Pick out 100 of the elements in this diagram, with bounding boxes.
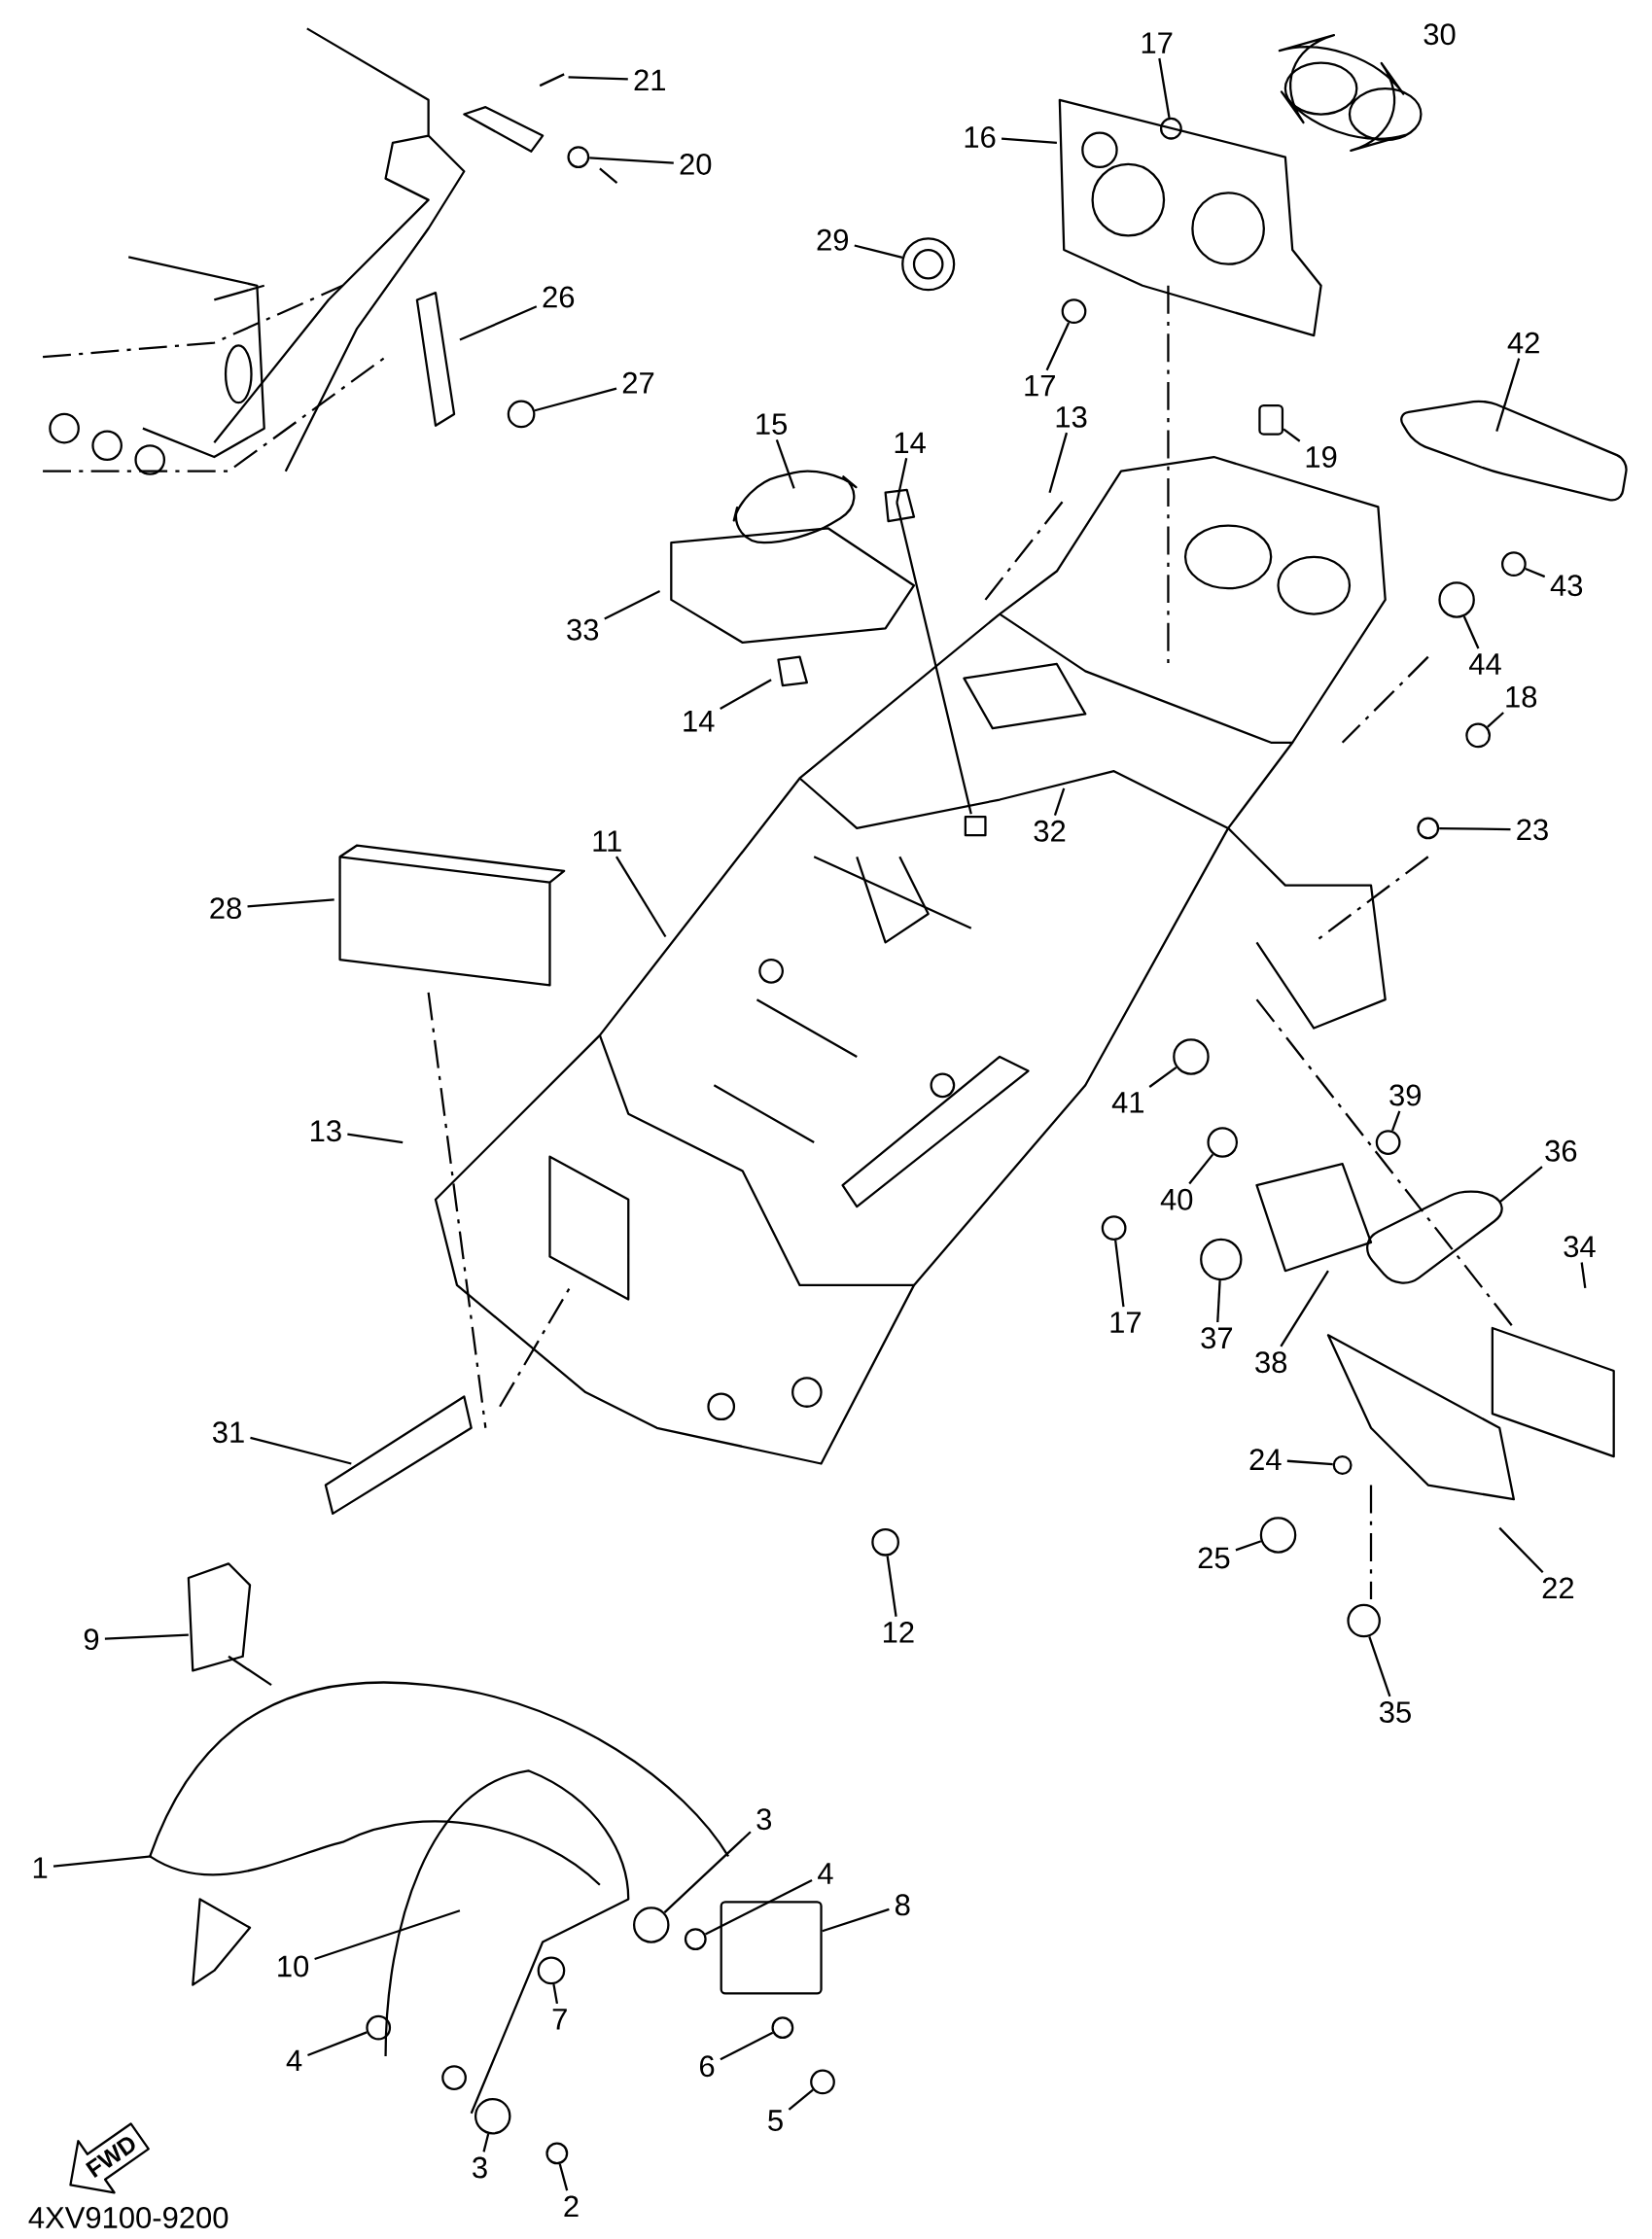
fastener-part xyxy=(1207,1127,1238,1158)
callout-number: 24 xyxy=(1249,1449,1282,1470)
callout-number: 18 xyxy=(1506,685,1536,708)
leader-line xyxy=(1525,567,1545,578)
callout-number: 31 xyxy=(212,1421,244,1444)
leader-line xyxy=(1001,137,1057,145)
leader-line xyxy=(615,856,667,938)
leader-line xyxy=(788,2088,814,2111)
callout-number: 17 xyxy=(1025,374,1055,397)
fastener-part xyxy=(684,1928,707,1950)
fastener-part xyxy=(474,2097,511,2135)
fastener-part xyxy=(1500,551,1527,577)
fastener-part xyxy=(1332,1455,1353,1475)
fastener-part xyxy=(1199,1238,1243,1281)
callout-number: 29 xyxy=(817,228,848,251)
leader-line xyxy=(53,1855,152,1868)
callout-number: 20 xyxy=(680,153,712,175)
fastener-part xyxy=(771,2016,794,2040)
callout-number: 4 xyxy=(817,1863,833,1884)
leader-line xyxy=(1283,428,1301,442)
fastener-part xyxy=(809,2069,835,2095)
leader-line xyxy=(1495,358,1521,432)
leader-line xyxy=(1439,826,1511,831)
callout-number: 44 xyxy=(1468,653,1501,675)
leader-line xyxy=(247,898,334,908)
callout-number: 38 xyxy=(1254,1351,1286,1374)
callout-number: 26 xyxy=(543,286,574,308)
callout-number: 14 xyxy=(895,432,926,453)
fastener-part xyxy=(1159,117,1182,140)
fastener-part xyxy=(1347,1603,1381,1638)
callout-number: 8 xyxy=(895,1894,910,1916)
fastener-part xyxy=(1438,581,1475,618)
leader-line xyxy=(822,1907,890,1933)
callout-number: 14 xyxy=(684,711,715,732)
fastener-part xyxy=(545,2142,569,2165)
leader-line xyxy=(1580,1262,1587,1288)
callout-number: 21 xyxy=(634,69,665,91)
leader-line xyxy=(1188,1153,1214,1185)
callout-number: 43 xyxy=(1550,575,1582,597)
leader-line xyxy=(1368,1636,1391,1697)
leader-line xyxy=(704,1879,813,1936)
leader-line xyxy=(1498,1526,1544,1573)
leader-line xyxy=(589,157,674,164)
fastener-part xyxy=(900,237,956,292)
callout-number: 4 xyxy=(286,2049,302,2072)
leader-line xyxy=(1158,57,1171,119)
leader-line xyxy=(1048,432,1068,494)
callout-number: 10 xyxy=(278,1955,308,1977)
leader-line xyxy=(854,244,903,260)
fastener-part xyxy=(1465,722,1491,749)
fastener-part xyxy=(366,2014,391,2041)
leader-line xyxy=(1462,615,1480,649)
leader-line xyxy=(775,438,795,489)
callout-number: 13 xyxy=(1056,405,1087,428)
leader-line xyxy=(720,2031,774,2061)
leader-line xyxy=(1498,1166,1543,1204)
callout-number: 42 xyxy=(1507,332,1539,354)
bracket-part xyxy=(720,1901,823,1995)
callout-number: 7 xyxy=(552,2009,567,2030)
callout-number: 39 xyxy=(1389,1084,1421,1106)
callout-number: 28 xyxy=(210,897,241,920)
callout-number: 17 xyxy=(1142,32,1173,53)
callout-number: 11 xyxy=(593,830,621,852)
leader-line xyxy=(720,679,772,710)
callout-number: 23 xyxy=(1517,819,1548,841)
callout-number: 22 xyxy=(1542,1577,1573,1599)
callout-number: 19 xyxy=(1306,446,1337,468)
leader-line xyxy=(886,1556,897,1617)
fastener-part xyxy=(1417,817,1439,840)
leader-line xyxy=(1148,1067,1177,1088)
leader-line xyxy=(104,1633,189,1640)
callout-number: 37 xyxy=(1201,1327,1232,1349)
callout-number: 3 xyxy=(756,1808,771,1831)
callout-number: 40 xyxy=(1160,1188,1193,1210)
leader-line xyxy=(568,76,628,81)
callout-number: 27 xyxy=(622,371,654,394)
callout-number: 5 xyxy=(768,2110,783,2131)
callout-number: 35 xyxy=(1379,1701,1411,1723)
callout-number: 15 xyxy=(756,413,787,436)
leader-line xyxy=(534,387,617,412)
callout-number: 17 xyxy=(1110,1312,1141,1333)
fastener-part xyxy=(1061,298,1087,325)
leader-line xyxy=(314,1909,461,1961)
callout-number: 13 xyxy=(310,1120,341,1142)
leader-line xyxy=(1235,1540,1262,1552)
fastener-part xyxy=(567,146,590,168)
callout-number: 41 xyxy=(1111,1092,1143,1113)
callout-number: 33 xyxy=(567,618,598,641)
fastener-part xyxy=(537,1956,566,1985)
callout-number: 12 xyxy=(883,1622,914,1643)
leader-line xyxy=(604,590,660,620)
leader-line xyxy=(1215,1280,1221,1323)
callout-number: 34 xyxy=(1564,1236,1596,1258)
fastener-part xyxy=(507,400,536,429)
leader-line xyxy=(663,1831,752,1913)
leader-line xyxy=(482,2133,490,2152)
leader-line xyxy=(896,458,908,504)
fastener-part xyxy=(1173,1038,1210,1075)
leader-line xyxy=(1280,1270,1329,1347)
leader-line xyxy=(1486,712,1504,728)
